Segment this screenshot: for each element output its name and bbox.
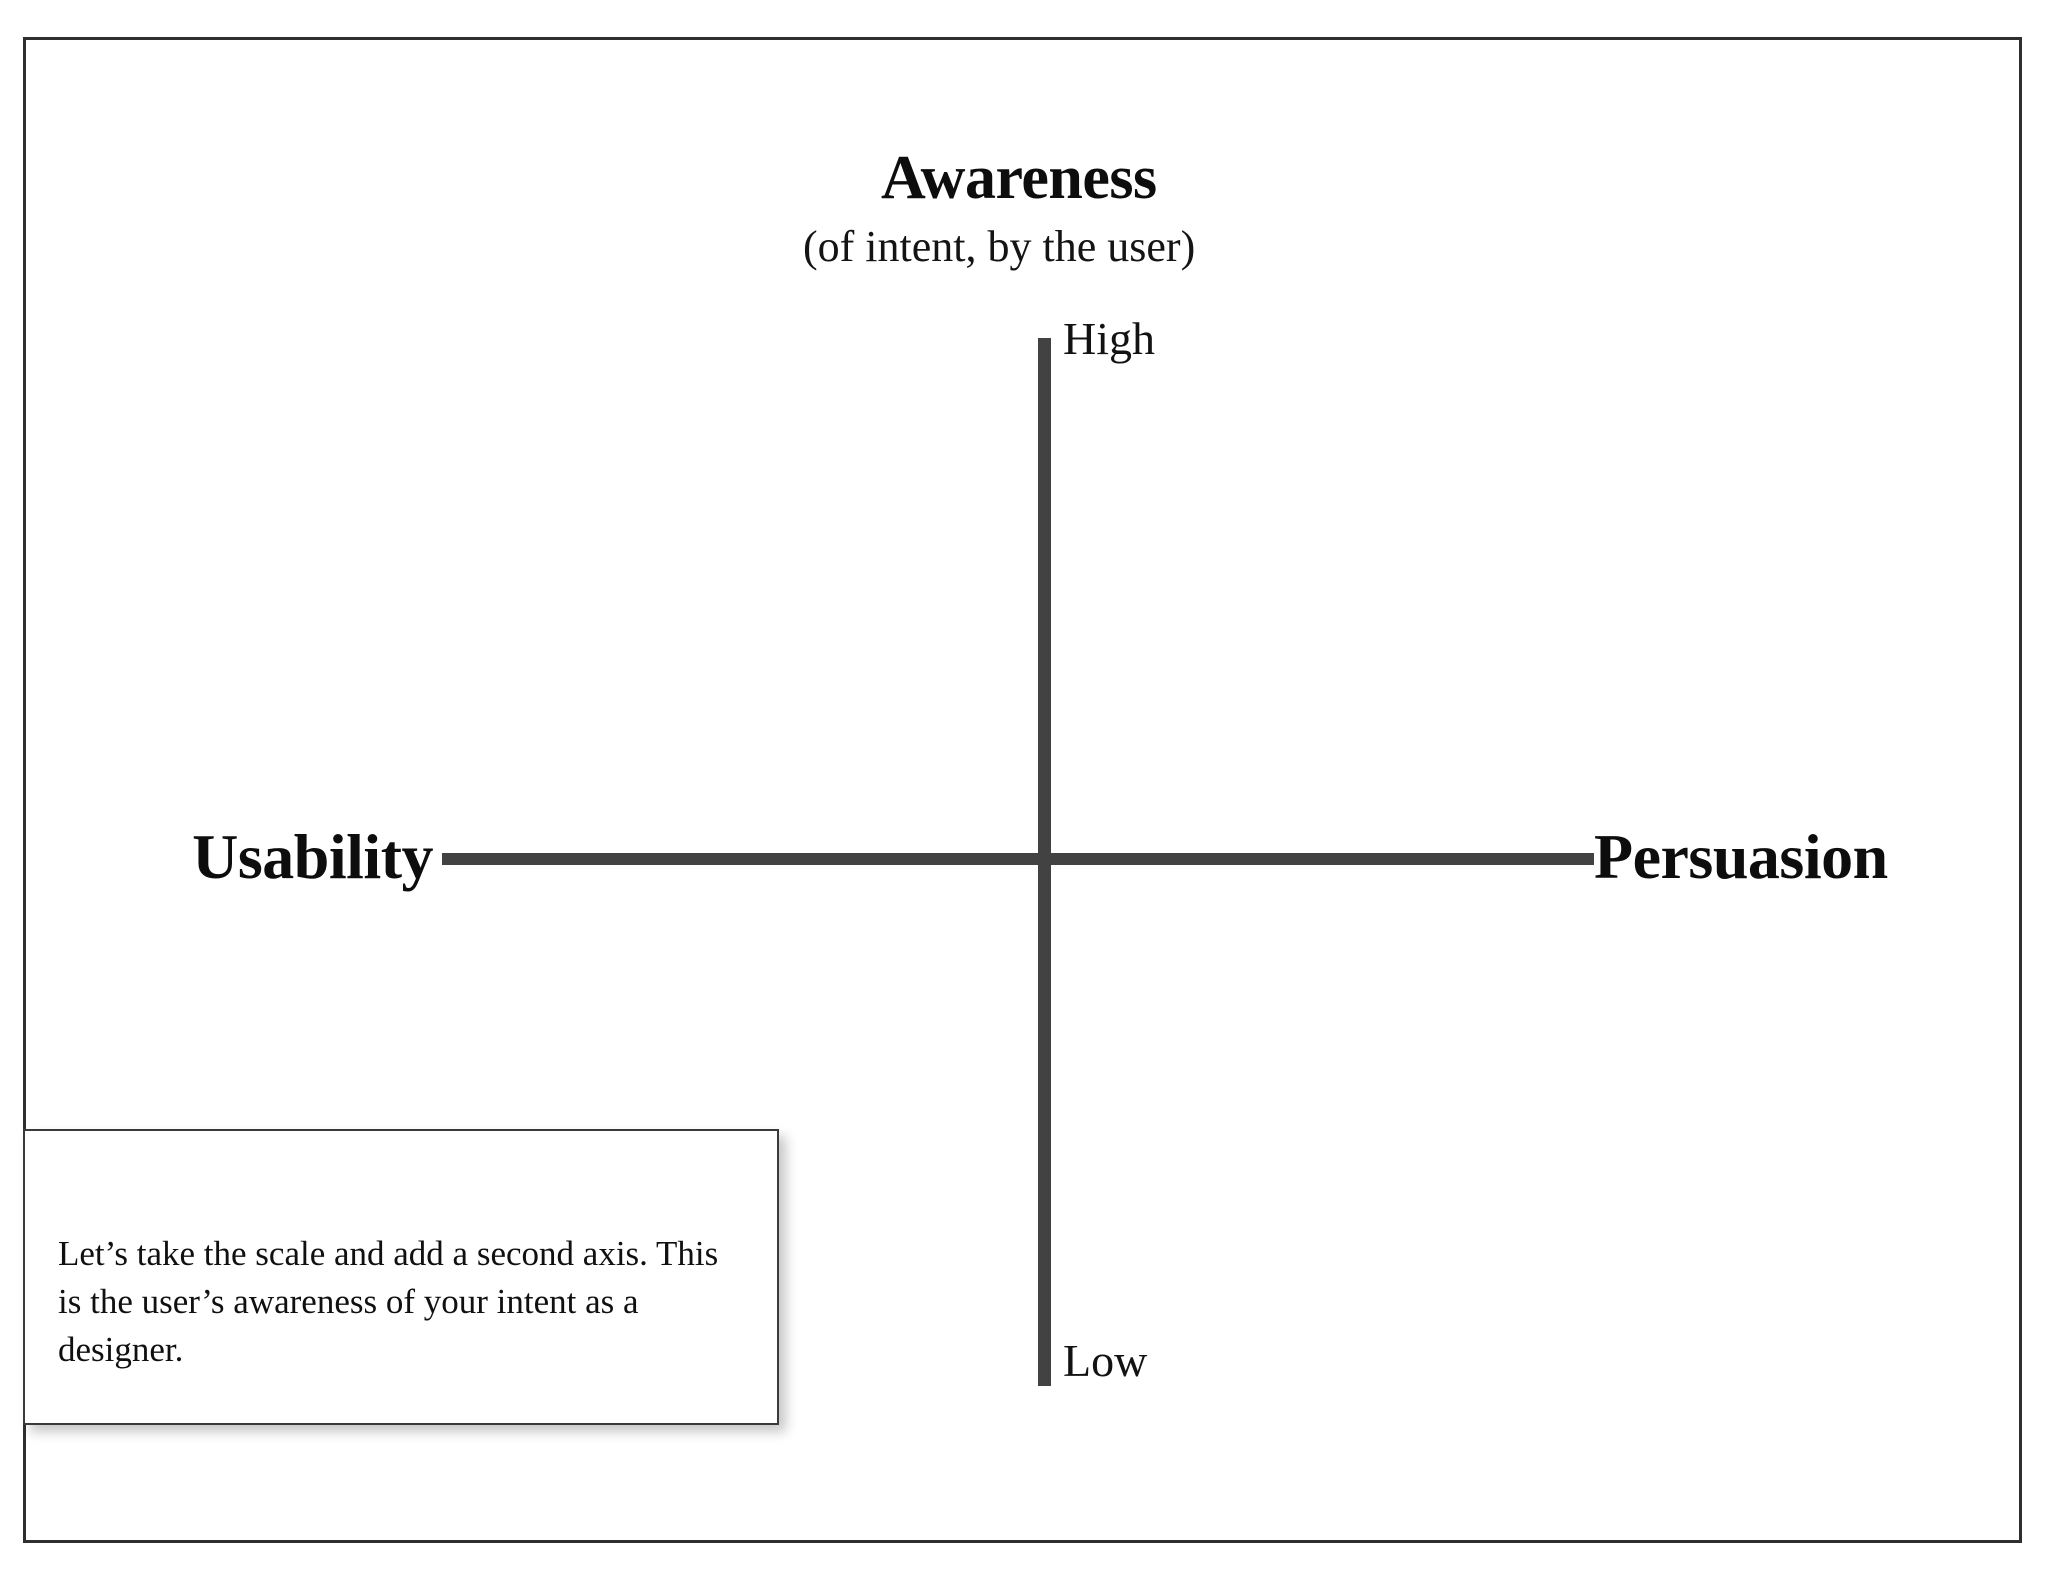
vertical-axis-tick-low: Low (1063, 1335, 1148, 1386)
caption-text: Let’s take the scale and add a second ax… (58, 1234, 719, 1369)
horizontal-axis-label-persuasion: Persuasion (1594, 821, 1888, 892)
vertical-axis-title: Awareness (881, 144, 1157, 212)
horizontal-axis-line (442, 853, 1594, 865)
slide-canvas: Awareness (of intent, by the user) High … (23, 37, 2022, 1543)
vertical-axis-subtitle: (of intent, by the user) (803, 222, 1196, 271)
vertical-axis-tick-high: High (1063, 313, 1155, 364)
quadrant-diagram: Awareness (of intent, by the user) High … (26, 40, 2019, 1540)
horizontal-axis-label-usability: Usability (192, 821, 433, 892)
caption-callout-box: Let’s take the scale and add a second ax… (23, 1129, 779, 1425)
